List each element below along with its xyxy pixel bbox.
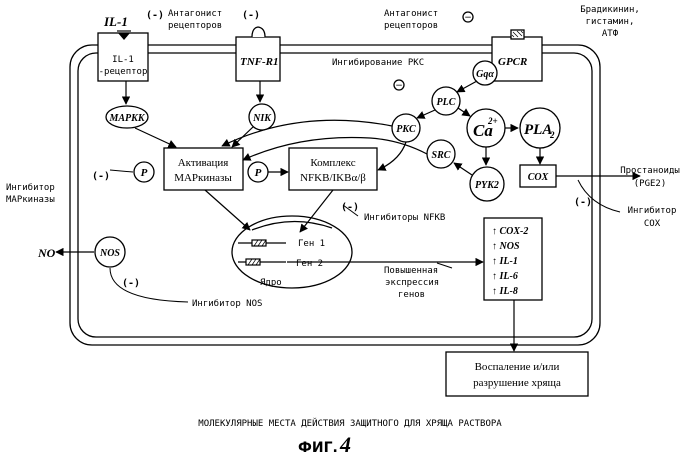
antagonist-right-2: рецепторов xyxy=(384,21,438,31)
minus-mark-nos: (-) xyxy=(122,278,140,289)
plc-label: PLC xyxy=(437,97,456,108)
gene2-label: Ген 2 xyxy=(296,259,323,269)
activation-line2: МАРкиназы xyxy=(174,172,232,184)
caption: МОЛЕКУЛЯРНЫЕ МЕСТА ДЕЙСТВИЯ ЗАЩИТНОГО ДЛ… xyxy=(198,417,502,429)
mapkk-label: MAPKK xyxy=(108,113,145,124)
expression-2: экспрессия xyxy=(385,278,439,288)
il1-label: IL-1 xyxy=(103,14,128,29)
pla-label: PLA xyxy=(524,122,552,138)
expression-3: генов xyxy=(398,290,425,300)
no-label: NO xyxy=(37,246,56,260)
minus-mark-mapkinase: (-) xyxy=(92,171,110,182)
antagonist-left-2: рецепторов xyxy=(168,21,222,31)
bradykinin-1: Брадикинин, xyxy=(580,5,640,15)
gene-item: ↑ NOS xyxy=(492,241,520,252)
fig-prefix: ФИГ. xyxy=(298,440,338,456)
minus-circle-pkc-sign: − xyxy=(395,81,403,91)
mapkinase-inhibitor-1: Ингибитор xyxy=(6,182,55,193)
arrow-plc-pkc xyxy=(417,110,435,118)
outcome-line1: Воспаление и/или xyxy=(475,361,560,373)
arrow-mapkk-activation xyxy=(135,128,176,147)
prostanoids-1: Простаноиды xyxy=(620,166,680,176)
p-right-label: P xyxy=(255,167,262,179)
ca-superscript: 2+ xyxy=(487,116,498,126)
complex-line2: NFKB/IKBα/β xyxy=(300,172,366,184)
fig-number: 4 xyxy=(339,432,351,457)
arrow-complex-nucleus xyxy=(300,190,333,232)
minus-mark-nfkb: (-) xyxy=(341,202,359,213)
tnf-ligand-icon xyxy=(252,27,265,37)
minus-mark-il1: (-) xyxy=(146,10,164,21)
pyk2-label: PYK2 xyxy=(475,180,499,191)
pkc-label: PKC xyxy=(396,124,416,135)
bradykinin-2: гистамин, xyxy=(586,17,635,27)
outcome-line2: разрушение хряща xyxy=(473,377,561,389)
p-left-label: P xyxy=(141,167,148,179)
src-label: SRC xyxy=(432,150,451,161)
arrow-pkc-activation xyxy=(222,120,392,146)
antagonist-right-1: Антагонист xyxy=(384,9,438,19)
arrow-pkc-complex xyxy=(378,142,406,170)
prostanoids-2: (PGE2) xyxy=(634,179,667,189)
nucleus-label: Ядро xyxy=(260,278,282,288)
arrow-gq-plc xyxy=(457,81,477,92)
mapkinase-inhibitor-2: МАРкиназы xyxy=(6,195,55,205)
il1-receptor-line1: IL-1 xyxy=(112,55,134,65)
bradykinin-3: АТФ xyxy=(602,29,619,39)
gene1-label: Ген 1 xyxy=(298,239,325,249)
complex-line1: Комплекс xyxy=(310,157,355,169)
gene-item: ↑ IL-1 xyxy=(492,256,518,267)
gene-item: ↑ IL-6 xyxy=(492,271,518,282)
arrow-activation-nucleus xyxy=(205,190,250,230)
gpcr-label: GPCR xyxy=(498,56,527,68)
minus-mark-cox: (-) xyxy=(574,197,592,208)
tnf-label: TNF-R1 xyxy=(240,56,279,68)
nucleus xyxy=(232,216,352,288)
expression-1: Повышенная xyxy=(384,266,438,276)
minus-circle-gpcr-sign: − xyxy=(464,13,472,23)
activation-line1: Активация xyxy=(178,157,229,169)
gq-label: Gqα xyxy=(476,69,494,80)
cox-label: COX xyxy=(528,172,549,183)
pla-subscript: 2 xyxy=(549,130,555,140)
pkc-inhibition-label: Ингибирование РКС xyxy=(332,57,424,68)
outcome-box xyxy=(446,352,588,396)
arrow-pyk2-src xyxy=(454,163,472,175)
gene-item: ↑ COX-2 xyxy=(492,226,528,237)
nos-label: NOS xyxy=(99,248,120,259)
cox-inhibitor-2: COX xyxy=(644,219,661,229)
nfkb-inhibitors-label: Ингибиторы NFKB xyxy=(364,212,445,223)
gene-item: ↑ IL-8 xyxy=(492,286,518,297)
nos-inhibitor-label: Ингибитор NOS xyxy=(192,298,262,309)
minus-mark-tnf: (-) xyxy=(242,10,260,21)
nik-label: NIK xyxy=(252,113,272,124)
nucleus-inner-arc xyxy=(252,221,332,230)
antagonist-left-1: Антагонист xyxy=(168,9,222,19)
arrow-plc-ca xyxy=(458,108,470,116)
cox-inhibitor-1: Ингибитор xyxy=(628,205,677,216)
il1-receptor-line2: -рецептор xyxy=(99,67,148,77)
